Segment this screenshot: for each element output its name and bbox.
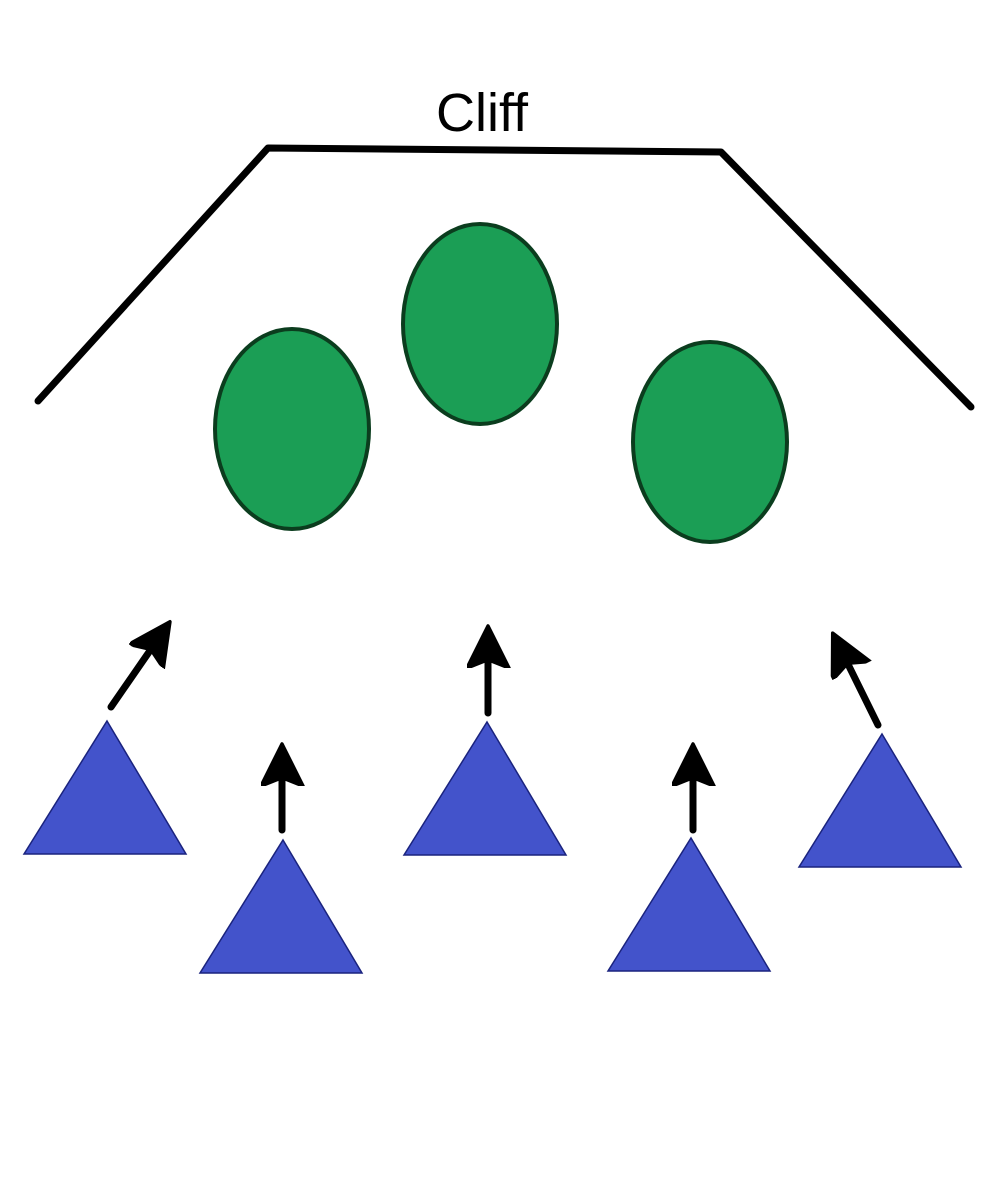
green-circle-middle — [401, 222, 559, 426]
cliff-outline — [34, 144, 975, 411]
green-circle-right — [631, 340, 789, 544]
blue-triangle-3 — [402, 720, 568, 856]
blue-triangle-1 — [22, 719, 188, 855]
cliff-label: Cliff — [436, 83, 529, 143]
blue-triangle-5 — [797, 732, 963, 868]
blue-triangle-2 — [198, 838, 364, 974]
arrow-5 — [842, 652, 882, 729]
green-circle-left — [213, 327, 371, 531]
blue-triangle-4 — [606, 836, 772, 972]
arrow-1 — [107, 639, 158, 711]
